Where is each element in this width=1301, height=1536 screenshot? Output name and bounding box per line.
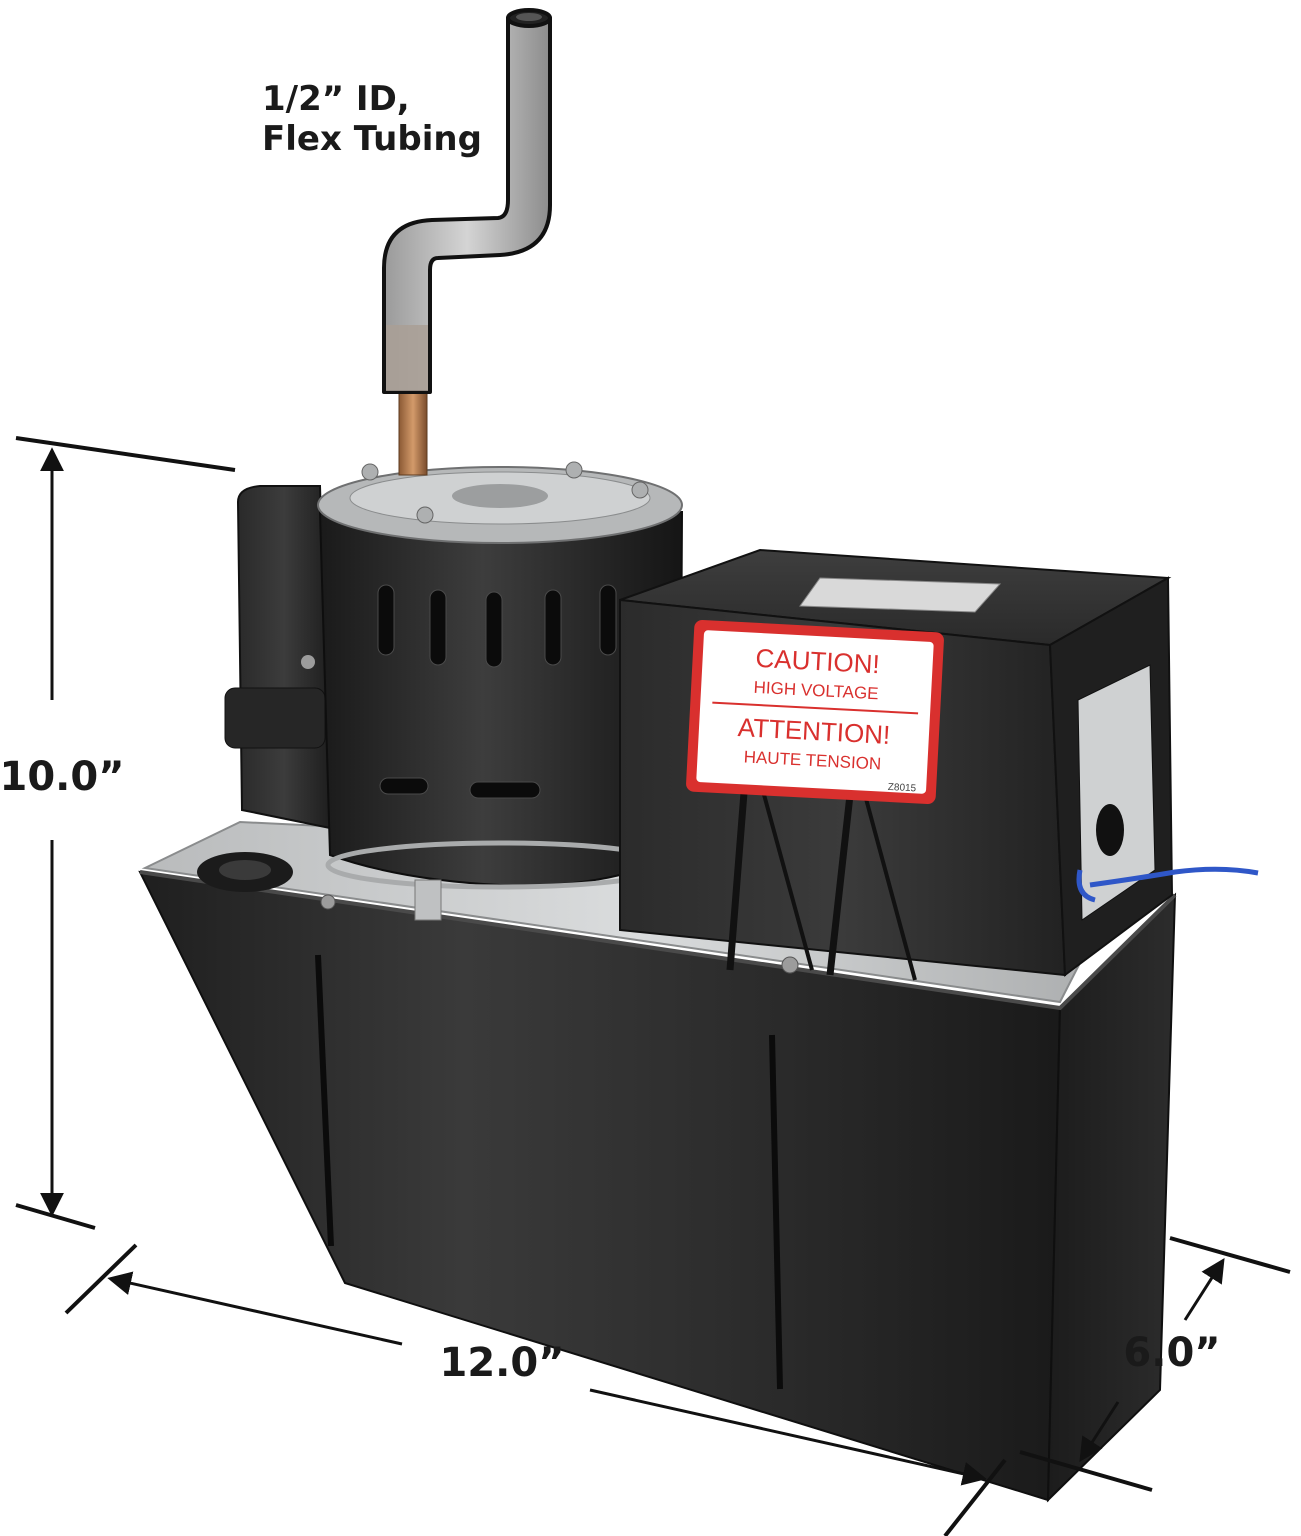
tubing-type-label: Flex Tubing <box>262 119 482 159</box>
depth-arrow-up <box>1183 1257 1225 1321</box>
tubing-callout: 1/2” ID, Flex Tubing <box>262 79 482 159</box>
depth-dimension: 6.0” <box>1019 1236 1291 1492</box>
reservoir-tank <box>138 870 1177 1503</box>
height-top-extension <box>15 436 236 472</box>
power-wire <box>1089 866 1259 888</box>
height-label: 10.0” <box>0 754 124 800</box>
caution-label: CAUTION! HIGH VOLTAGE ATTENTION! HAUTE T… <box>686 619 944 805</box>
depth-arrow-down <box>1079 1401 1120 1463</box>
caution-divider <box>712 701 919 715</box>
width-arrow-right <box>589 1388 987 1486</box>
depth-label: 6.0” <box>1123 1330 1220 1376</box>
discharge-tube <box>382 8 552 476</box>
capacitor-box <box>224 485 332 830</box>
depth-bottom-extension <box>1019 1450 1153 1492</box>
width-dimension: 12.0” <box>64 1243 1007 1536</box>
tubing-size-label: 1/2” ID, <box>262 79 410 119</box>
width-arrow-left <box>107 1271 403 1346</box>
width-left-extension <box>64 1243 138 1315</box>
width-label: 12.0” <box>440 1340 565 1386</box>
width-right-extension <box>943 1458 1007 1536</box>
power-wire-end <box>1076 869 1096 903</box>
label-code: Z8015 <box>888 782 917 794</box>
caution-heading: CAUTION! <box>755 643 881 679</box>
pump-motor <box>317 461 684 921</box>
height-bottom-extension <box>15 1203 96 1230</box>
height-dimension: 10.0” <box>0 436 236 1230</box>
depth-top-extension <box>1169 1236 1291 1274</box>
